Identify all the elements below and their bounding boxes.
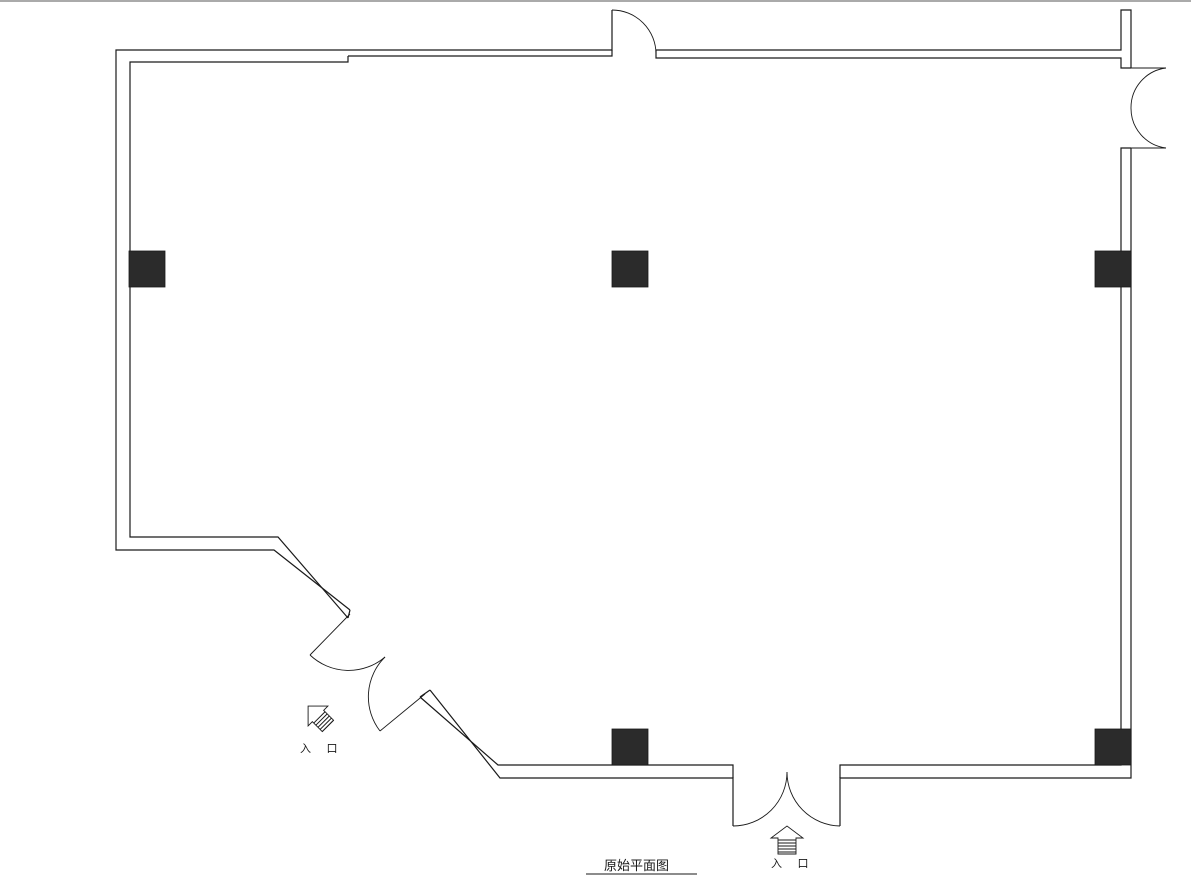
inner-wall-right: [839, 147, 1131, 778]
door-bottom-entrance: [732, 771, 841, 827]
wall-jamb-b: [419, 689, 431, 698]
inner-wall-bottom-left: [419, 696, 734, 778]
door-right: [1130, 67, 1167, 149]
door-top: [611, 9, 657, 55]
inner-wall-top-left: [348, 50, 613, 57]
entrance-arrow-icon-bottom: [769, 825, 805, 855]
column-bottom-center: [611, 728, 649, 766]
inner-wall-left: [129, 56, 349, 619]
door-diagonal-entrance: [309, 613, 426, 732]
wall-jamb-a: [347, 609, 351, 619]
column-center: [611, 250, 649, 288]
outer-wall: [115, 10, 613, 611]
outer-wall-top-right: [656, 9, 1132, 68]
drawing-title: 原始平面图: [604, 859, 669, 874]
column-left: [128, 250, 166, 288]
entrance-label-bottom: 入 口: [771, 857, 815, 870]
outer-wall-bottom-left: [429, 689, 734, 826]
inner-wall-top-right: [655, 50, 1131, 69]
outer-wall-right: [839, 148, 1132, 826]
entrance-label-diagonal: 入 口: [300, 742, 344, 755]
column-right: [1094, 250, 1132, 288]
entrance-arrow-icon-diagonal: [307, 705, 335, 733]
column-bottom-right: [1094, 728, 1132, 766]
